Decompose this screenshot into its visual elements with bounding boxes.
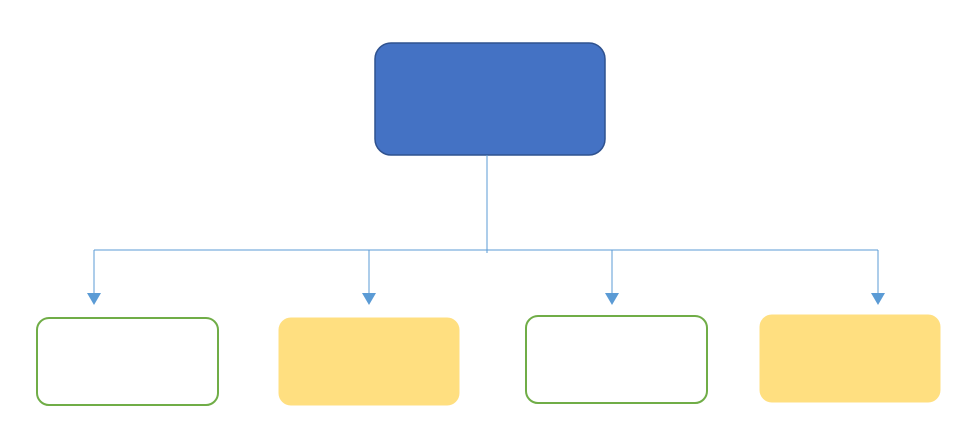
- arrowhead-group: [87, 293, 885, 305]
- child-node-1: [36, 317, 219, 406]
- child-box-4: [759, 314, 941, 403]
- child-node-3: [525, 315, 708, 404]
- child-box-1: [36, 317, 219, 406]
- arrowhead-1: [87, 293, 101, 305]
- arrowhead-3: [605, 293, 619, 305]
- arrowhead-4: [871, 293, 885, 305]
- child-box-2: [278, 317, 460, 406]
- child-node-4: [759, 314, 941, 403]
- root-box: [374, 42, 606, 156]
- root-node: [374, 42, 606, 156]
- arrowhead-2: [362, 293, 376, 305]
- child-node-2: [278, 317, 460, 406]
- child-box-3: [525, 315, 708, 404]
- connector-group: [93, 155, 879, 294]
